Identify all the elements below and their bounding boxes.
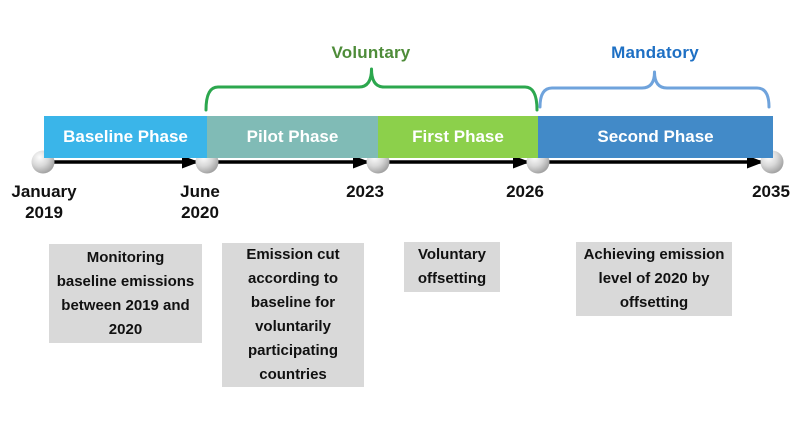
- note-box-first-voluntary-offsetting: Voluntary offsetting: [404, 242, 500, 292]
- phase-bar-second: Second Phase: [538, 116, 773, 158]
- arrowhead-icon: [747, 155, 764, 169]
- phase-bar-first: First Phase: [378, 116, 538, 158]
- milestone-label-june-2020: June 2020: [180, 182, 220, 222]
- voluntary-bracket: [204, 67, 539, 112]
- arrowhead-icon: [182, 155, 199, 169]
- arrowhead-icon: [353, 155, 370, 169]
- mandatory-bracket: [538, 70, 771, 109]
- milestone-label-2026: 2026: [506, 182, 544, 201]
- milestone-label-2023: 2023: [346, 182, 384, 201]
- phase-label: First Phase: [412, 127, 504, 146]
- arrowhead-icon: [513, 155, 530, 169]
- milestone-label-2035: 2035: [752, 182, 790, 201]
- voluntary-bracket-label: Voluntary: [331, 43, 411, 62]
- phase-label: Second Phase: [597, 127, 714, 146]
- mandatory-bracket-label: Mandatory: [611, 43, 699, 62]
- note-box-second-achieving-level: Achieving emission level of 2020 by offs…: [576, 242, 732, 316]
- phase-label: Pilot Phase: [246, 127, 339, 146]
- note-box-baseline-monitoring: Monitoring baseline emissions between 20…: [49, 244, 202, 343]
- note-box-pilot-emission-cut: Emission cut according to baseline for v…: [222, 243, 364, 387]
- milestone-label-january-2019: January 2019: [11, 182, 77, 222]
- phase-bar-baseline: Baseline Phase: [44, 116, 207, 158]
- phase-bar-pilot: Pilot Phase: [207, 116, 378, 158]
- phase-label: Baseline Phase: [63, 127, 188, 146]
